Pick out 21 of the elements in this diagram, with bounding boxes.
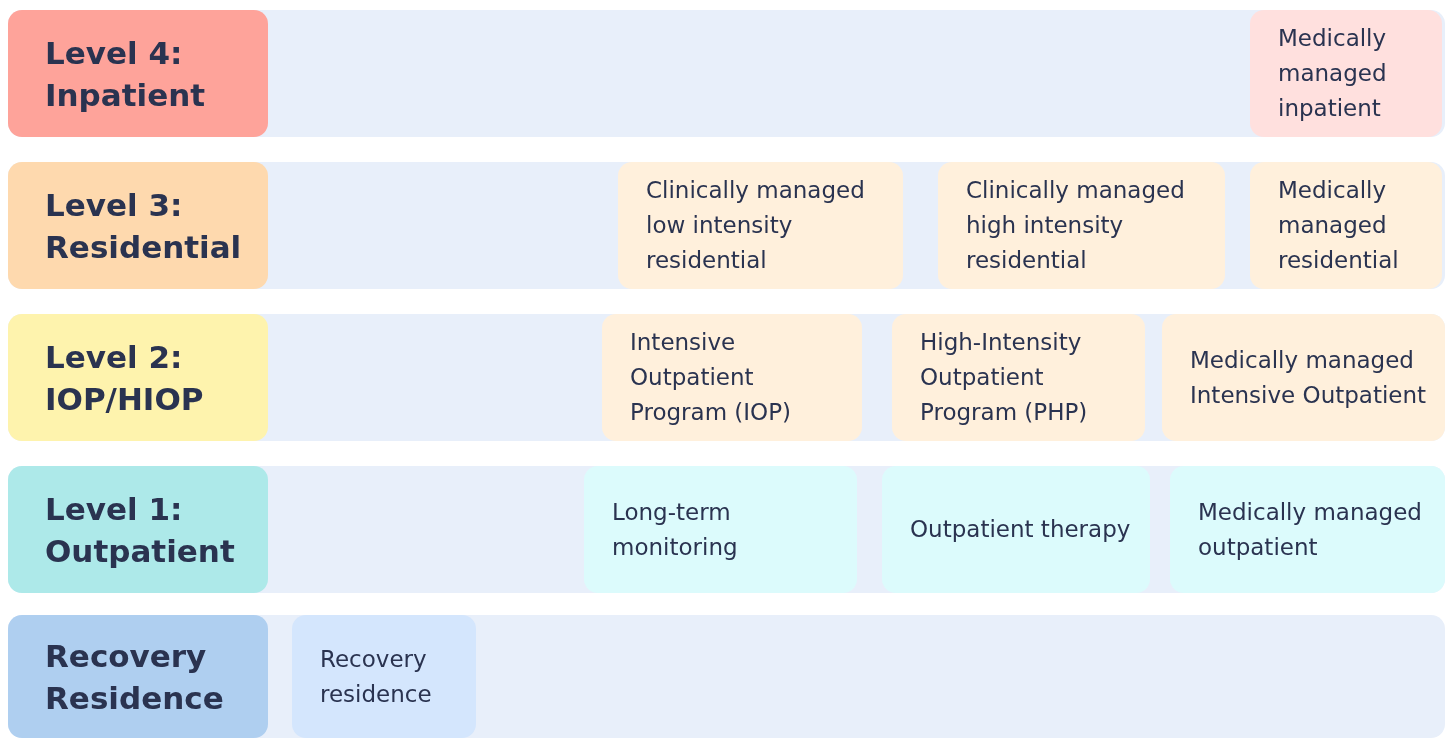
care-option-box: Medically managed Intensive Outpatient — [1162, 314, 1445, 441]
level-label: Level 4: Inpatient — [8, 10, 268, 137]
care-option-box: Medically managed inpatient — [1250, 10, 1442, 137]
care-option-box: Intensive Outpatient Program (IOP) — [602, 314, 862, 441]
level-band — [8, 314, 1445, 441]
care-option-box: Recovery residence — [292, 615, 476, 738]
level-band — [8, 615, 1445, 738]
level-band — [8, 10, 1445, 137]
level-band — [8, 466, 1445, 593]
level-label: Level 3: Residential — [8, 162, 268, 289]
level-label: Recovery Residence — [8, 615, 268, 738]
care-option-box: High-Intensity Outpatient Program (PHP) — [892, 314, 1145, 441]
level-label: Level 2: IOP/HIOP — [8, 314, 268, 441]
level-label: Level 1: Outpatient — [8, 466, 268, 593]
care-option-box: Clinically managed low intensity residential — [618, 162, 903, 289]
care-option-box: Medically managed residential — [1250, 162, 1442, 289]
care-option-box: Clinically managed high intensity residential — [938, 162, 1225, 289]
care-option-box: Outpatient therapy — [882, 466, 1150, 593]
care-option-box: Medically managed outpatient — [1170, 466, 1445, 593]
care-option-box: Long-term monitoring — [584, 466, 857, 593]
level-band — [8, 162, 1445, 289]
